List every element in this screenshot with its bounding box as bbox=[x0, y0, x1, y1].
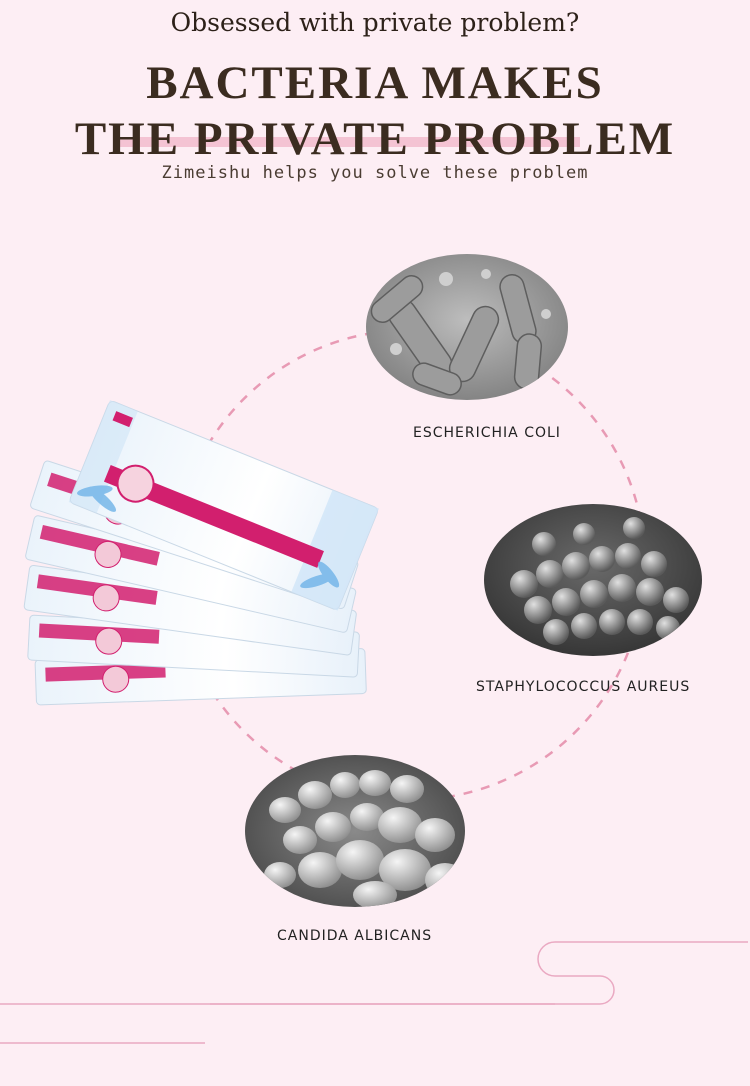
candida-albicans-image bbox=[245, 755, 465, 907]
headline-underline bbox=[120, 137, 580, 147]
candida-albicans-caption: CANDIDA ALBICANS bbox=[277, 928, 433, 944]
staphylococcus-aureus-image bbox=[484, 504, 702, 656]
headline: BACTERIA MAKES THE PRIVATE PROBLEM bbox=[0, 55, 750, 167]
headline-line-1: BACTERIA MAKES bbox=[146, 57, 604, 109]
escherichia-coli-caption: ESCHERICHIA COLI bbox=[413, 425, 561, 441]
escherichia-coli-image bbox=[366, 254, 568, 400]
product-packets-image bbox=[23, 400, 379, 706]
headline-line-2: THE PRIVATE PROBLEM bbox=[74, 113, 676, 165]
decorative-lines bbox=[0, 941, 748, 1044]
tagline: Obsessed with private problem? bbox=[170, 8, 580, 37]
staphylococcus-aureus-caption: STAPHYLOCOCCUS AUREUS bbox=[476, 679, 691, 695]
subline: Zimeishu helps you solve these problem bbox=[161, 163, 589, 183]
